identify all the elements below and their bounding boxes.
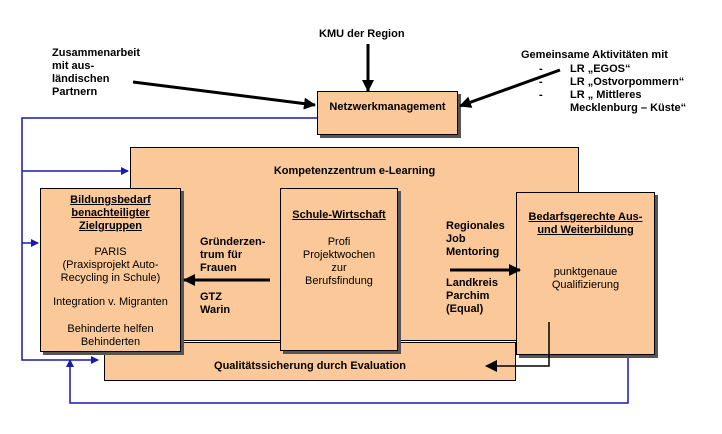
quality-label: Qualitätssicherung durch Evaluation [214, 360, 406, 372]
schule-wirtschaft-box [280, 188, 398, 351]
gruender-label: Gründerzen- trum für Frauen [200, 236, 266, 274]
activity-item: -LR „ Mittleres [539, 89, 642, 101]
arrow-partners-to-network [132, 80, 316, 110]
bildung-integration: Integration v. Migranten [53, 296, 168, 308]
blue-line-network-left [21, 117, 317, 364]
bildung-behinderte: Behinderte helfen Behinderten [67, 323, 154, 348]
activities-list: -LR „EGOS“ -LR „Ostvorpommern“ -LR „ Mit… [539, 63, 686, 115]
competence-label: Kompetenzzentrum e-Learning [273, 165, 436, 177]
bildung-title: Bildungsbedarf benachteiligter Zielgrupp… [70, 194, 151, 232]
bildungsbedarf-box [40, 188, 181, 352]
activity-item: -LR „Ostvorpommern“ [539, 76, 685, 88]
bedarfsgerechte-box [516, 192, 655, 355]
gtz-label: GTZ Warin [200, 291, 231, 316]
arrow-bedarf-to-quality [485, 322, 550, 372]
kmu-label: KMU der Region [319, 28, 405, 40]
activity-item-cont: Mecklenburg – Küste“ [570, 102, 687, 114]
bedarf-title: Bedarfsgerechte Aus- und Weiterbildung [528, 211, 643, 236]
network-label: Netzwerkmanagement [329, 101, 446, 113]
mentoring-label: Regionales Job Mentoring [446, 220, 505, 258]
blue-line-bottom-loop [66, 356, 629, 404]
landkreis-label: Landkreis Parchim (Equal) [446, 277, 498, 315]
activity-item: -LR „EGOS“ [539, 63, 631, 75]
activities-title: Gemeinsame Aktivitäten mit [521, 49, 668, 61]
arrow-activities-to-network [459, 68, 561, 108]
network-management-box [317, 91, 458, 135]
bildung-paris: PARIS (Praxisprojekt Auto- Recycling in … [60, 246, 161, 284]
schule-body: Profi Projektwochen zur Berufsfindung [302, 236, 376, 287]
partners-label: Zusammenarbeit mit aus- ländischen Partn… [52, 47, 141, 98]
schule-title: Schule-Wirtschaft [292, 209, 386, 221]
bedarf-body: punktgenaue Qualifizierung [551, 266, 620, 291]
